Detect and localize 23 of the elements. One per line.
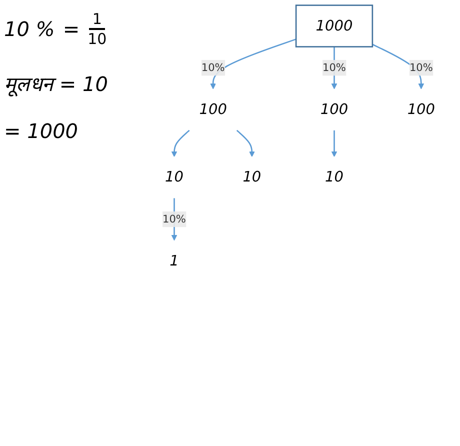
node-text: 10 bbox=[242, 169, 262, 186]
arrow bbox=[171, 130, 190, 157]
equation-text: = 1000 bbox=[4, 119, 78, 143]
node-box: 1000 bbox=[295, 4, 374, 48]
node-text: 100 bbox=[407, 101, 435, 118]
fraction-numerator: 1 bbox=[89, 10, 105, 30]
equation-text: 10 % bbox=[4, 17, 55, 41]
edge-label: 10% bbox=[162, 212, 186, 226]
arrow bbox=[372, 44, 424, 90]
fraction-denominator: 10 bbox=[88, 30, 107, 48]
node-text: 100 bbox=[320, 101, 348, 118]
arrow bbox=[236, 130, 255, 157]
equation-text: मूलधन = 10 bbox=[4, 71, 108, 97]
edge-label: 10% bbox=[201, 61, 225, 74]
node-text: 10 bbox=[325, 169, 344, 186]
edge-label: 10% bbox=[322, 61, 346, 74]
edge-label: 10% bbox=[409, 61, 433, 74]
node-text: 100 bbox=[199, 101, 227, 118]
arrow bbox=[210, 38, 296, 90]
equation-text: = bbox=[62, 17, 80, 41]
arrow bbox=[331, 130, 338, 157]
node-text: 1 bbox=[170, 252, 179, 270]
node-text: 10 bbox=[165, 169, 184, 186]
